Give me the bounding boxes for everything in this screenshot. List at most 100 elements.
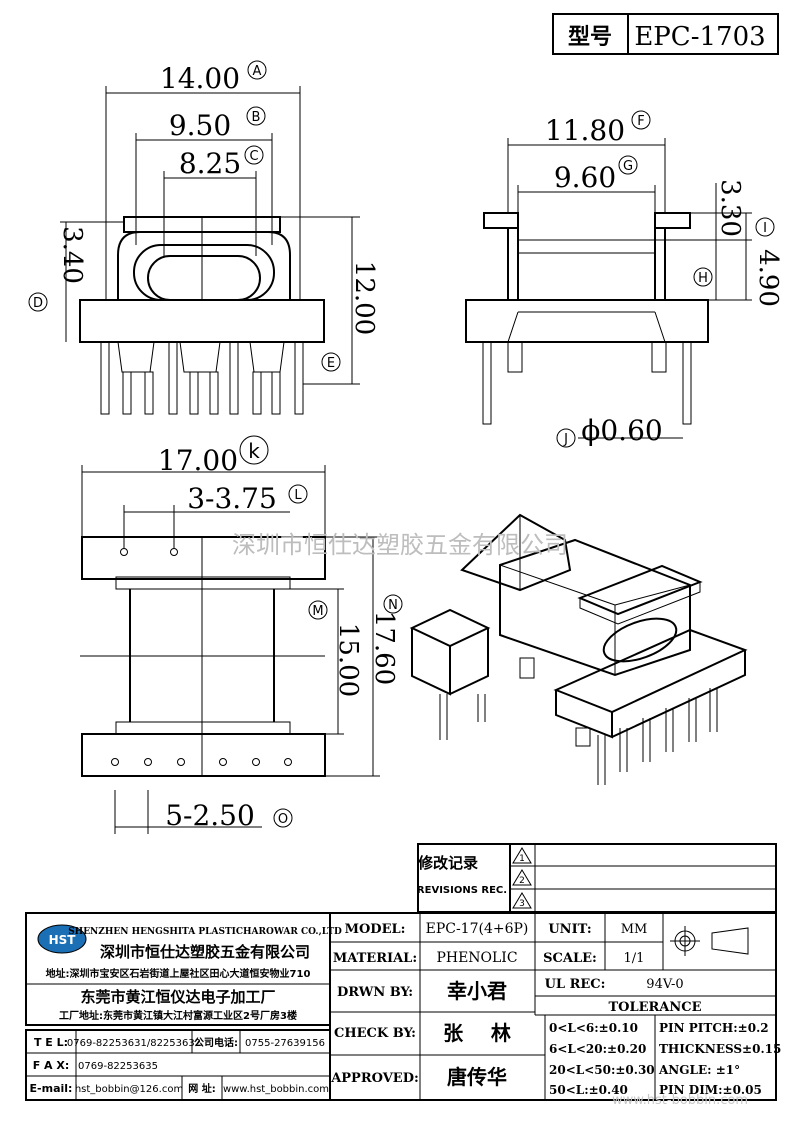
- dim-B-value: 9.50: [169, 109, 231, 142]
- dim-L-value: 3-3.75: [187, 482, 277, 515]
- dim-O-letter: O: [278, 812, 288, 827]
- web-label: 网 址:: [188, 1082, 215, 1095]
- dim-K-letter: k: [248, 439, 260, 463]
- projection-symbol-icon: [670, 926, 749, 956]
- dim-J-value: ϕ0.60: [581, 414, 662, 447]
- dim-E-letter: E: [327, 356, 335, 371]
- dim-N: 17.60 N: [369, 594, 403, 685]
- revision-mark-2: 2: [519, 876, 525, 886]
- dim-H: 3.30 H: [693, 179, 745, 287]
- dim-C: 8.25 C: [179, 145, 264, 180]
- dim-K: 17.00 k: [158, 435, 269, 477]
- approved-value: 唐传华: [447, 1065, 507, 1089]
- dim-I-letter: I: [763, 221, 767, 236]
- dim-B-letter: B: [252, 110, 261, 125]
- dim-I-value: 4.90: [753, 249, 783, 307]
- model-label: MODEL:: [345, 922, 406, 937]
- factory-name: 东莞市黄江恒仪达电子加工厂: [80, 988, 275, 1006]
- company-tel-value: 0755-27639156: [245, 1038, 325, 1049]
- dim-O-value: 5-2.50: [165, 799, 255, 832]
- tel-value: 0769-82253631/82253632: [67, 1038, 201, 1049]
- tolerance-row-2: 6<L<20:±0.20: [549, 1042, 646, 1056]
- model-header: 型号 EPC-1703: [552, 13, 779, 55]
- dim-A-letter: A: [253, 64, 262, 79]
- drawn-value: 幸小君: [447, 979, 507, 1003]
- fax-label: F A X:: [33, 1059, 70, 1072]
- dim-L-letter: L: [294, 488, 302, 503]
- unit-value: MM: [621, 922, 648, 937]
- dim-E: 12.00 E: [321, 261, 379, 372]
- dim-D: 3.40 D: [28, 226, 87, 312]
- company-tel-label: 公司电话:: [194, 1036, 238, 1049]
- dim-H-letter: H: [698, 271, 708, 286]
- ul-value: 94V-0: [646, 977, 683, 992]
- side-view: [465, 138, 752, 439]
- scale-label: SCALE:: [543, 951, 597, 966]
- fax-value: 0769-82253635: [78, 1061, 158, 1072]
- scale-value: 1/1: [624, 951, 645, 966]
- company-name-cn: 深圳市恒仕达塑胶五金有限公司: [100, 943, 310, 961]
- dim-G-letter: G: [623, 159, 633, 174]
- check-label: CHECK BY:: [334, 1026, 416, 1041]
- dim-M: 15.00 M: [308, 600, 363, 697]
- factory-address: 工厂地址:东莞市黄江镇大江村富源工业区2号厂房3楼: [59, 1009, 297, 1022]
- hst-logo-icon: [37, 924, 87, 954]
- dim-C-letter: C: [249, 149, 258, 164]
- dim-F-letter: F: [637, 114, 644, 129]
- dim-A-value: 14.00: [160, 62, 240, 95]
- unit-label: UNIT:: [548, 922, 591, 937]
- dim-H-value: 3.30: [715, 179, 745, 237]
- dim-O: 5-2.50 O: [165, 799, 293, 832]
- dim-N-value: 17.60: [369, 611, 399, 685]
- material-label: MATERIAL:: [333, 951, 417, 966]
- spec-row-4: PIN DIM:±0.05: [659, 1083, 762, 1097]
- revisions-title: 修改记录: [417, 854, 478, 872]
- email-label: E-mail:: [30, 1082, 73, 1095]
- material-value: PHENOLIC: [436, 950, 517, 966]
- bottom-view: [80, 465, 380, 834]
- company-block: HST SHENZHEN HENGSHITA PLASTICHAROWAR CO…: [25, 912, 342, 1101]
- revision-mark-3: 3: [519, 899, 525, 909]
- spec-row-3: ANGLE: ±1°: [658, 1063, 740, 1077]
- tolerance-label: TOLERANCE: [608, 1000, 701, 1015]
- tolerance-row-4: 50<L:±0.40: [549, 1083, 628, 1097]
- dim-D-letter: D: [33, 296, 43, 311]
- tolerance-row-3: 20<L<50:±0.30: [549, 1063, 655, 1077]
- dim-L: 3-3.75 L: [187, 482, 308, 515]
- dim-E-value: 12.00: [349, 261, 379, 335]
- title-block: MODEL: EPC-17(4+6P) MATERIAL: PHENOLIC D…: [329, 912, 781, 1101]
- model-header-label: 型号: [568, 25, 612, 50]
- revision-mark-1: 1: [519, 854, 525, 864]
- company-name-en: SHENZHEN HENGSHITA PLASTICHAROWAR CO.,LT…: [68, 927, 342, 937]
- footer-watermark: www.hst-bobbin.com: [612, 1093, 748, 1108]
- company-logo: HST: [49, 933, 77, 947]
- model-header-value: EPC-1703: [634, 22, 765, 52]
- watermark: 深圳市恒仕达塑胶五金有限公司: [232, 531, 568, 559]
- dim-M-letter: M: [312, 604, 323, 619]
- dim-F: 11.80 F: [545, 110, 651, 147]
- company-address: 地址:深圳市宝安区石岩街道上屋社区田心大道恒安物业710: [46, 967, 311, 980]
- dim-G-value: 9.60: [554, 161, 616, 194]
- approved-label: APPROVED:: [330, 1071, 419, 1086]
- dim-A: 14.00 A: [160, 60, 267, 95]
- dim-C-value: 8.25: [179, 147, 241, 180]
- check-value: 张 林: [443, 1021, 511, 1045]
- dim-K-value: 17.00: [158, 444, 238, 477]
- model-value: EPC-17(4+6P): [426, 921, 529, 937]
- web-value: www.hst_bobbin.com: [223, 1084, 329, 1095]
- dim-M-value: 15.00: [333, 623, 363, 697]
- dim-F-value: 11.80: [545, 114, 625, 147]
- ul-label: UL REC:: [545, 977, 606, 992]
- isometric-view: [409, 513, 748, 785]
- dim-I: 4.90 I: [753, 217, 783, 307]
- dim-G: 9.60 G: [554, 155, 638, 194]
- dim-D-value: 3.40: [57, 226, 87, 284]
- spec-row-2: THICKNESS±0.15: [659, 1042, 781, 1056]
- dim-B: 9.50 B: [169, 106, 266, 142]
- tel-label: T E L:: [34, 1036, 68, 1049]
- drawn-label: DRWN BY:: [337, 985, 413, 1000]
- spec-row-1: PIN PITCH:±0.2: [659, 1021, 769, 1035]
- front-view: [60, 86, 360, 415]
- revisions-block: 修改记录 REVISIONS REC. 1 2 3: [417, 843, 777, 913]
